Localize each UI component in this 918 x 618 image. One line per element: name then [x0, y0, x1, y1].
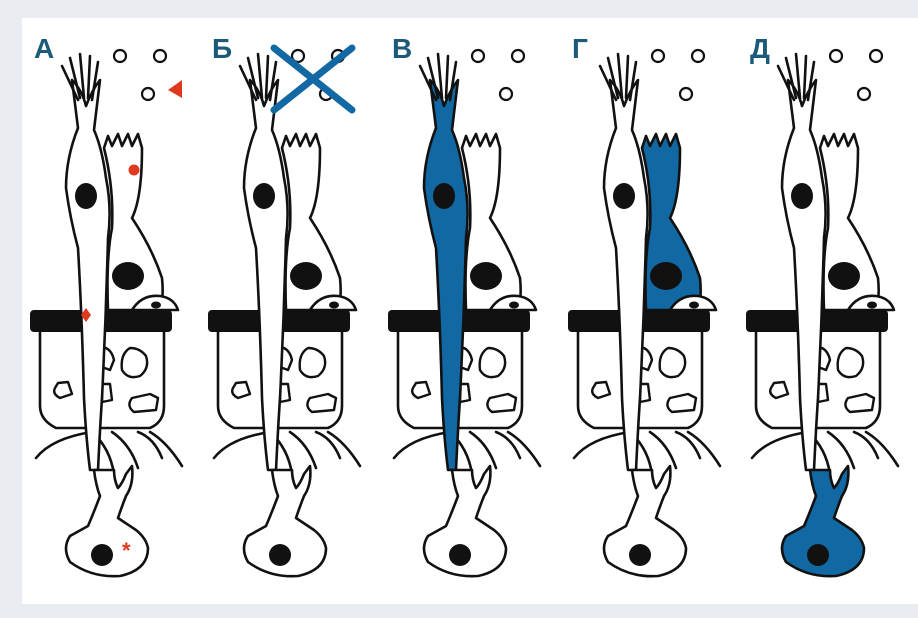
triangle-marker [168, 80, 182, 98]
supporting-cell [604, 80, 648, 470]
panel-b: Б [208, 33, 360, 576]
supporting-cell-highlighted [424, 80, 468, 470]
supporting-cell [782, 80, 826, 470]
dot-marker [129, 165, 140, 176]
diagram-canvas: * А Б [22, 18, 918, 604]
panel-label-b: Б [212, 33, 232, 64]
panel-label-a: А [34, 33, 54, 64]
panel-v: В [388, 33, 540, 576]
asterisk-marker: * [122, 538, 131, 563]
taste-cell-diagram: * А Б [22, 18, 918, 604]
panel-label-d: Д [750, 33, 770, 64]
panel-label-g: Г [572, 33, 588, 64]
panel-d: Д [746, 33, 898, 576]
supporting-cell [244, 80, 288, 470]
panel-g: Г [568, 33, 720, 576]
panel-label-v: В [392, 33, 412, 64]
supporting-cell [66, 80, 110, 470]
cross-mark [274, 48, 352, 110]
panel-a: * А [30, 33, 182, 576]
